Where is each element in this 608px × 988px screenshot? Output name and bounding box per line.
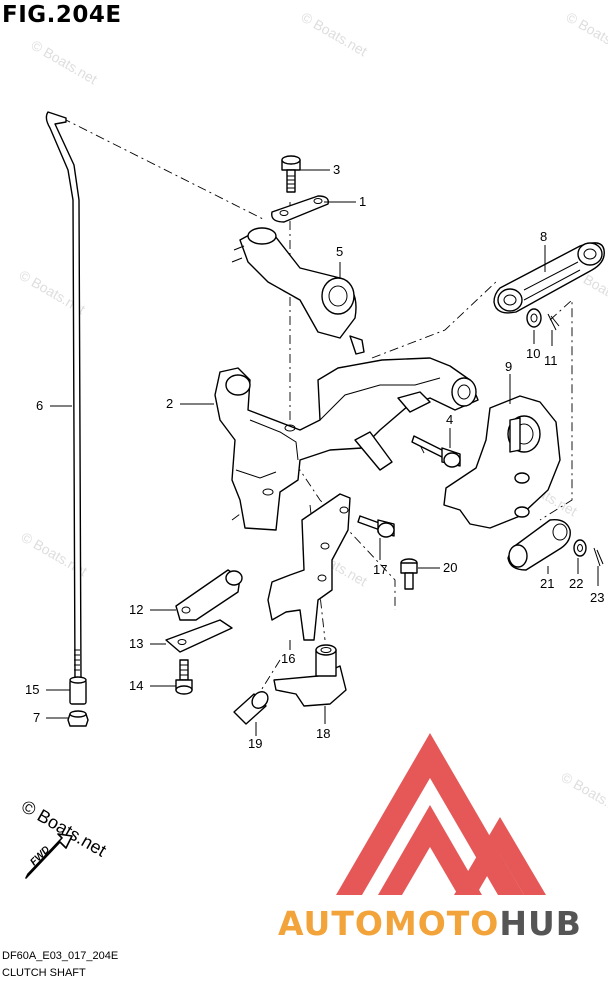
callout-9: 9 (505, 359, 512, 374)
fwd-arrow-icon: FWD (25, 833, 73, 879)
callout-6: 6 (36, 398, 43, 413)
figure-name: CLUTCH SHAFT (2, 967, 86, 979)
callout-15: 15 (25, 682, 39, 697)
part-7-nut (67, 710, 89, 727)
callout-18: 18 (316, 726, 330, 741)
watermark-text: © Boats.net (29, 37, 101, 88)
logo-text-hub: HUB (499, 904, 582, 943)
part-6-shift-rod (45, 111, 82, 681)
watermark-text: © Boats.net (299, 9, 371, 60)
part-19-bushing (233, 691, 269, 725)
part-4-bolt (411, 435, 461, 468)
part-10-washer (526, 308, 542, 328)
callout-22: 22 (569, 576, 583, 591)
logo-text: AUTOMOTOHUB (278, 904, 582, 943)
part-12-clamp (175, 569, 243, 621)
callout-14: 14 (129, 678, 143, 693)
part-20-bolt (400, 558, 418, 590)
callout-16: 16 (281, 651, 295, 666)
callout-3: 3 (333, 162, 340, 177)
figure-title: FIG.204E (2, 2, 122, 28)
callout-19: 19 (248, 736, 262, 751)
logo-text-automoto: AUTOMOTO (278, 904, 499, 943)
triangle-logo-icon (336, 733, 546, 895)
part-9-cam-plate (443, 395, 561, 529)
leader-lines (46, 169, 599, 736)
part-17-bolt (357, 515, 395, 538)
callout-23: 23 (590, 590, 604, 605)
callout-7: 7 (33, 710, 40, 725)
callout-1: 1 (359, 194, 366, 209)
part-8-link (493, 242, 605, 314)
callout-17: 17 (373, 562, 387, 577)
callout-2: 2 (166, 396, 173, 411)
part-18-bracket (273, 644, 347, 707)
callout-21: 21 (540, 576, 554, 591)
part-11-clip (547, 313, 560, 331)
part-14-bolt (175, 659, 193, 695)
callout-5: 5 (336, 244, 343, 259)
part-5-lever (231, 227, 365, 355)
fwd-label: FWD (28, 844, 52, 868)
callout-11: 11 (544, 353, 558, 368)
callout-12: 12 (129, 602, 143, 617)
part-3-bolt (281, 155, 301, 193)
part-1-plate (271, 195, 329, 223)
callout-4: 4 (446, 412, 453, 427)
boats-net-watermark: © Boats.net FWD (18, 796, 110, 879)
automotohub-logo: AUTOMOTOHUB (278, 733, 582, 943)
callout-10: 10 (526, 346, 540, 361)
boats-net-text: © Boats.net (18, 796, 110, 860)
part-2-bracket (214, 357, 479, 531)
callout-20: 20 (443, 560, 457, 575)
callout-13: 13 (129, 636, 143, 651)
part-23-clip (593, 547, 604, 567)
part-15-sleeve (69, 676, 87, 705)
callout-labels: 1 2 3 4 5 6 7 8 9 10 11 12 13 14 15 16 1… (25, 162, 604, 751)
watermark-text: © Boats.net (564, 9, 608, 60)
callout-8: 8 (540, 229, 547, 244)
watermark-text: © Boats.net (559, 769, 608, 820)
part-21-joint (507, 519, 571, 571)
part-13-plate (165, 619, 233, 653)
part-22-washer (573, 539, 587, 557)
figure-code: DF60A_E03_017_204E (2, 950, 119, 962)
part-16-plate (267, 493, 351, 641)
